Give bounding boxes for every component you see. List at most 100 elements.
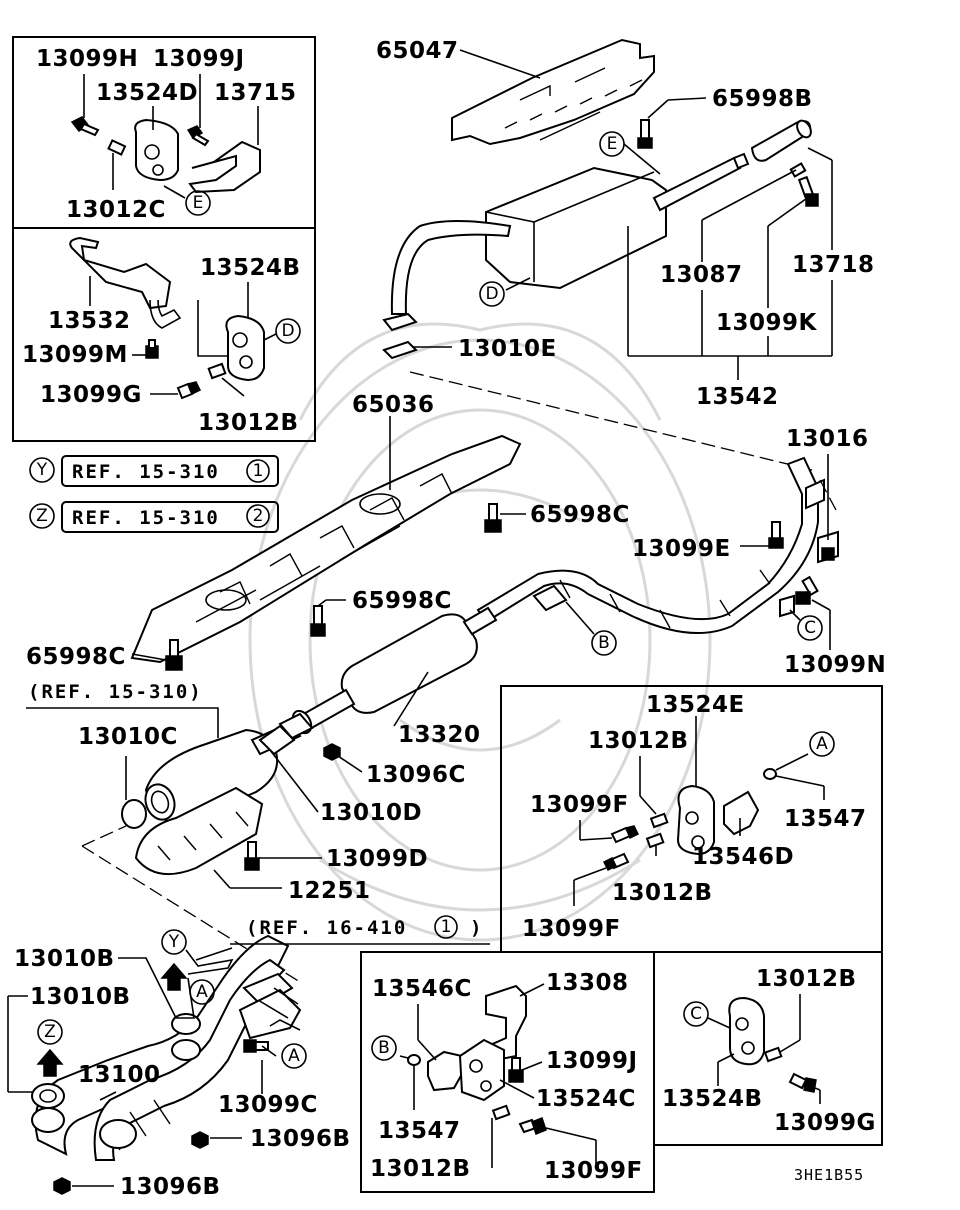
bolt-13099j-bot [508, 1057, 524, 1083]
label-13547-r: 13547 [784, 806, 867, 832]
label-13099f-b: 13099F [544, 1158, 643, 1184]
ref-z-text: REF. 15-310 [72, 507, 220, 529]
bolt-13099j-top [186, 125, 210, 147]
label-13546c: 13546C [372, 976, 472, 1002]
label-13012b-inset: 13012B [198, 410, 299, 436]
assembly-dashed-line-mid [819, 479, 837, 511]
callout-circle-d-inset [275, 318, 301, 344]
gasket-13010b-rear [171, 1013, 201, 1035]
label-13542: 13542 [696, 384, 779, 410]
inset-box-hanger-c [653, 951, 883, 1146]
ref-y-text: REF. 15-310 [72, 461, 220, 483]
label-13012b-r1: 13012B [588, 728, 689, 754]
label-13524e: 13524E [646, 692, 745, 718]
label-13012b-b: 13012B [370, 1156, 471, 1182]
label-13099m: 13099M [22, 342, 128, 368]
ref-z-number: 2 [253, 506, 264, 526]
label-13010b-a: 13010B [14, 946, 115, 972]
pin-13012b-r1 [649, 812, 669, 829]
assembly-dashed-line-cat [81, 825, 127, 847]
hanger-13016-bracket [817, 530, 839, 564]
label-13012b-r2: 13012B [612, 880, 713, 906]
inset-box-hanger-d [12, 227, 316, 442]
callout-b-inset: B [378, 1038, 390, 1058]
label-13308: 13308 [546, 970, 629, 996]
washer-13547 [763, 768, 777, 780]
nut-13096b-a [191, 1131, 209, 1149]
callout-d-inset: D [281, 321, 294, 341]
label-13099f-r1: 13099F [530, 792, 629, 818]
hanger-13524b-inset [225, 314, 265, 382]
label-13012c: 13012C [66, 197, 166, 223]
main-muffler-13542 [382, 152, 750, 332]
callout-circle-a-inset [809, 731, 835, 757]
front-pipe-13100 [34, 934, 302, 1161]
bolt-13099h [70, 116, 100, 137]
gasket-13010e [382, 340, 418, 360]
pin-13012b-inset [207, 362, 227, 380]
pin-13012b-b [491, 1104, 511, 1121]
bracket-13715 [188, 140, 261, 194]
callout-e-inset: E [193, 193, 204, 213]
hanger-13524e [676, 784, 715, 856]
bracket-13532 [69, 236, 172, 310]
label-13524b-inset: 13524B [200, 255, 301, 281]
tail-pipe-tip-13718 [750, 119, 812, 162]
label-13087: 13087 [660, 262, 743, 288]
label-65998c-left: 65998C [352, 588, 452, 614]
gasket-13010b-front [31, 1083, 65, 1109]
label-13010b-b: 13010B [30, 984, 131, 1010]
callout-circle-y-ref [29, 457, 55, 483]
bolt-13099m [145, 339, 159, 359]
ref-y-number: 1 [253, 461, 264, 481]
callout-a-front-2: A [288, 1046, 300, 1066]
label-12251: 12251 [288, 878, 371, 904]
label-13099k: 13099K [716, 310, 818, 336]
label-13715: 13715 [214, 80, 297, 106]
ref-box-y [61, 455, 279, 487]
callout-y-ref: Y [36, 460, 48, 480]
label-13010e: 13010E [458, 336, 557, 362]
label-13099d: 13099D [326, 846, 428, 872]
hanger-13524d [134, 118, 179, 182]
bolt-13099e [768, 521, 784, 549]
callout-b-mid: B [598, 633, 610, 653]
callout-z-ref: Z [36, 506, 48, 526]
label-13099g-inset: 13099G [40, 382, 142, 408]
gasket-13010d [258, 724, 296, 756]
bolt-13099f-r2 [602, 852, 630, 872]
label-13096b-b: 13096B [120, 1174, 221, 1200]
pin-13012b-r2 [645, 832, 665, 849]
callout-y-front: Y [168, 932, 180, 952]
callout-circle-d-top [479, 281, 505, 307]
ref-front-text: (REF. 16-410 [246, 917, 407, 939]
callout-circle-z-front [37, 1019, 63, 1045]
label-13524b-c: 13524B [662, 1086, 763, 1112]
callout-circle-c-mid [797, 615, 823, 641]
label-13096c: 13096C [366, 762, 466, 788]
callout-circle-y-front [161, 929, 187, 955]
callout-e-top: E [607, 134, 618, 154]
label-13099e: 13099E [632, 536, 731, 562]
ref-front-close: ) [470, 917, 483, 939]
bolt-13099f-b [518, 1117, 547, 1135]
label-13012b-c: 13012B [756, 966, 857, 992]
callout-z-front: Z [44, 1022, 56, 1042]
label-13099j-bot: 13099J [546, 1048, 638, 1074]
label-13096b-a: 13096B [250, 1126, 351, 1152]
bolt-13099n [795, 575, 819, 605]
assembly-dashed-line-front [81, 845, 301, 983]
pin-13012c [107, 139, 127, 156]
label-65047: 65047 [376, 38, 459, 64]
label-65998c-mid: 65998C [530, 502, 630, 528]
bolt-13099c [243, 1039, 269, 1053]
label-13099f-r2: 13099F [522, 916, 621, 942]
bracket-13546c [427, 1050, 463, 1092]
label-13016: 13016 [786, 426, 869, 452]
label-13099h: 13099H [36, 46, 138, 72]
bolt-65998c-left [310, 605, 326, 637]
bolt-65998c-far-left [165, 639, 183, 671]
label-65998c-far-left: 65998C [26, 644, 126, 670]
pin-13012b-c [763, 1046, 783, 1063]
